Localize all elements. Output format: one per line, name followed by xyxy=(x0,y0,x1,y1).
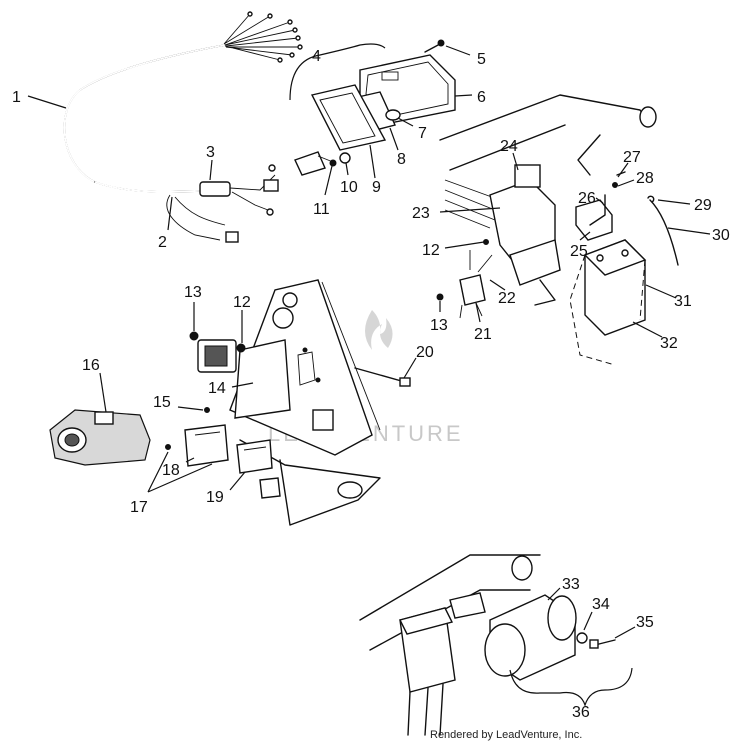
callout-18: 18 xyxy=(162,462,180,479)
callout-14: 14 xyxy=(208,380,226,397)
callout-12-coil: 12 xyxy=(233,294,251,311)
callout-5: 5 xyxy=(477,51,486,68)
callout-26: 26 xyxy=(578,190,596,207)
callout-35: 35 xyxy=(636,614,654,631)
battery xyxy=(569,239,647,366)
callout-3: 3 xyxy=(206,144,215,161)
callout-36: 36 xyxy=(572,704,590,721)
mounting-plate xyxy=(229,279,381,456)
callouts: 1 2 3 4 5 6 7 8 9 10 11 12 12 xyxy=(12,43,730,721)
callout-34: 34 xyxy=(592,596,610,613)
battery-hardware xyxy=(575,171,679,266)
callout-8: 8 xyxy=(397,151,406,168)
bolt xyxy=(354,367,406,383)
ignition-coil xyxy=(189,331,246,373)
callout-6: 6 xyxy=(477,89,486,106)
starter-relay xyxy=(436,250,493,319)
credit-text: Rendered by LeadVenture, Inc. xyxy=(430,729,583,741)
callout-11: 11 xyxy=(313,201,330,218)
callout-17: 17 xyxy=(130,499,148,516)
callout-13-coil: 13 xyxy=(184,284,202,301)
callout-15: 15 xyxy=(153,394,171,411)
callout-9: 9 xyxy=(372,179,381,196)
callout-19: 19 xyxy=(206,489,224,506)
battery-mount-frame xyxy=(439,94,657,306)
callout-4: 4 xyxy=(312,48,321,65)
callout-32: 32 xyxy=(660,335,678,352)
wiring-harness xyxy=(63,11,303,243)
callout-1: 1 xyxy=(12,89,21,106)
callout-23: 23 xyxy=(412,205,430,222)
callout-10: 10 xyxy=(340,179,358,196)
callout-25: 25 xyxy=(570,243,588,260)
callout-24: 24 xyxy=(500,138,518,155)
callout-16: 16 xyxy=(82,357,100,374)
cdi-boxes xyxy=(165,407,273,474)
callout-12-battery: 12 xyxy=(422,242,440,259)
callout-28: 28 xyxy=(636,170,654,187)
callout-22: 22 xyxy=(498,290,516,307)
callout-21: 21 xyxy=(474,326,492,343)
callout-7: 7 xyxy=(418,125,427,142)
callout-27: 27 xyxy=(623,149,641,166)
starter-motor-detail xyxy=(359,554,616,736)
callout-30: 30 xyxy=(712,227,730,244)
flame-logo-icon xyxy=(365,310,393,350)
callout-31: 31 xyxy=(674,293,692,310)
tail-light-assembly xyxy=(294,39,456,176)
frame-lower xyxy=(239,439,381,526)
callout-2: 2 xyxy=(158,234,167,251)
callout-29: 29 xyxy=(694,197,712,214)
callout-20: 20 xyxy=(416,344,434,361)
callout-33: 33 xyxy=(562,576,580,593)
callout-13-relay: 13 xyxy=(430,317,448,334)
voltage-regulator xyxy=(49,409,151,466)
